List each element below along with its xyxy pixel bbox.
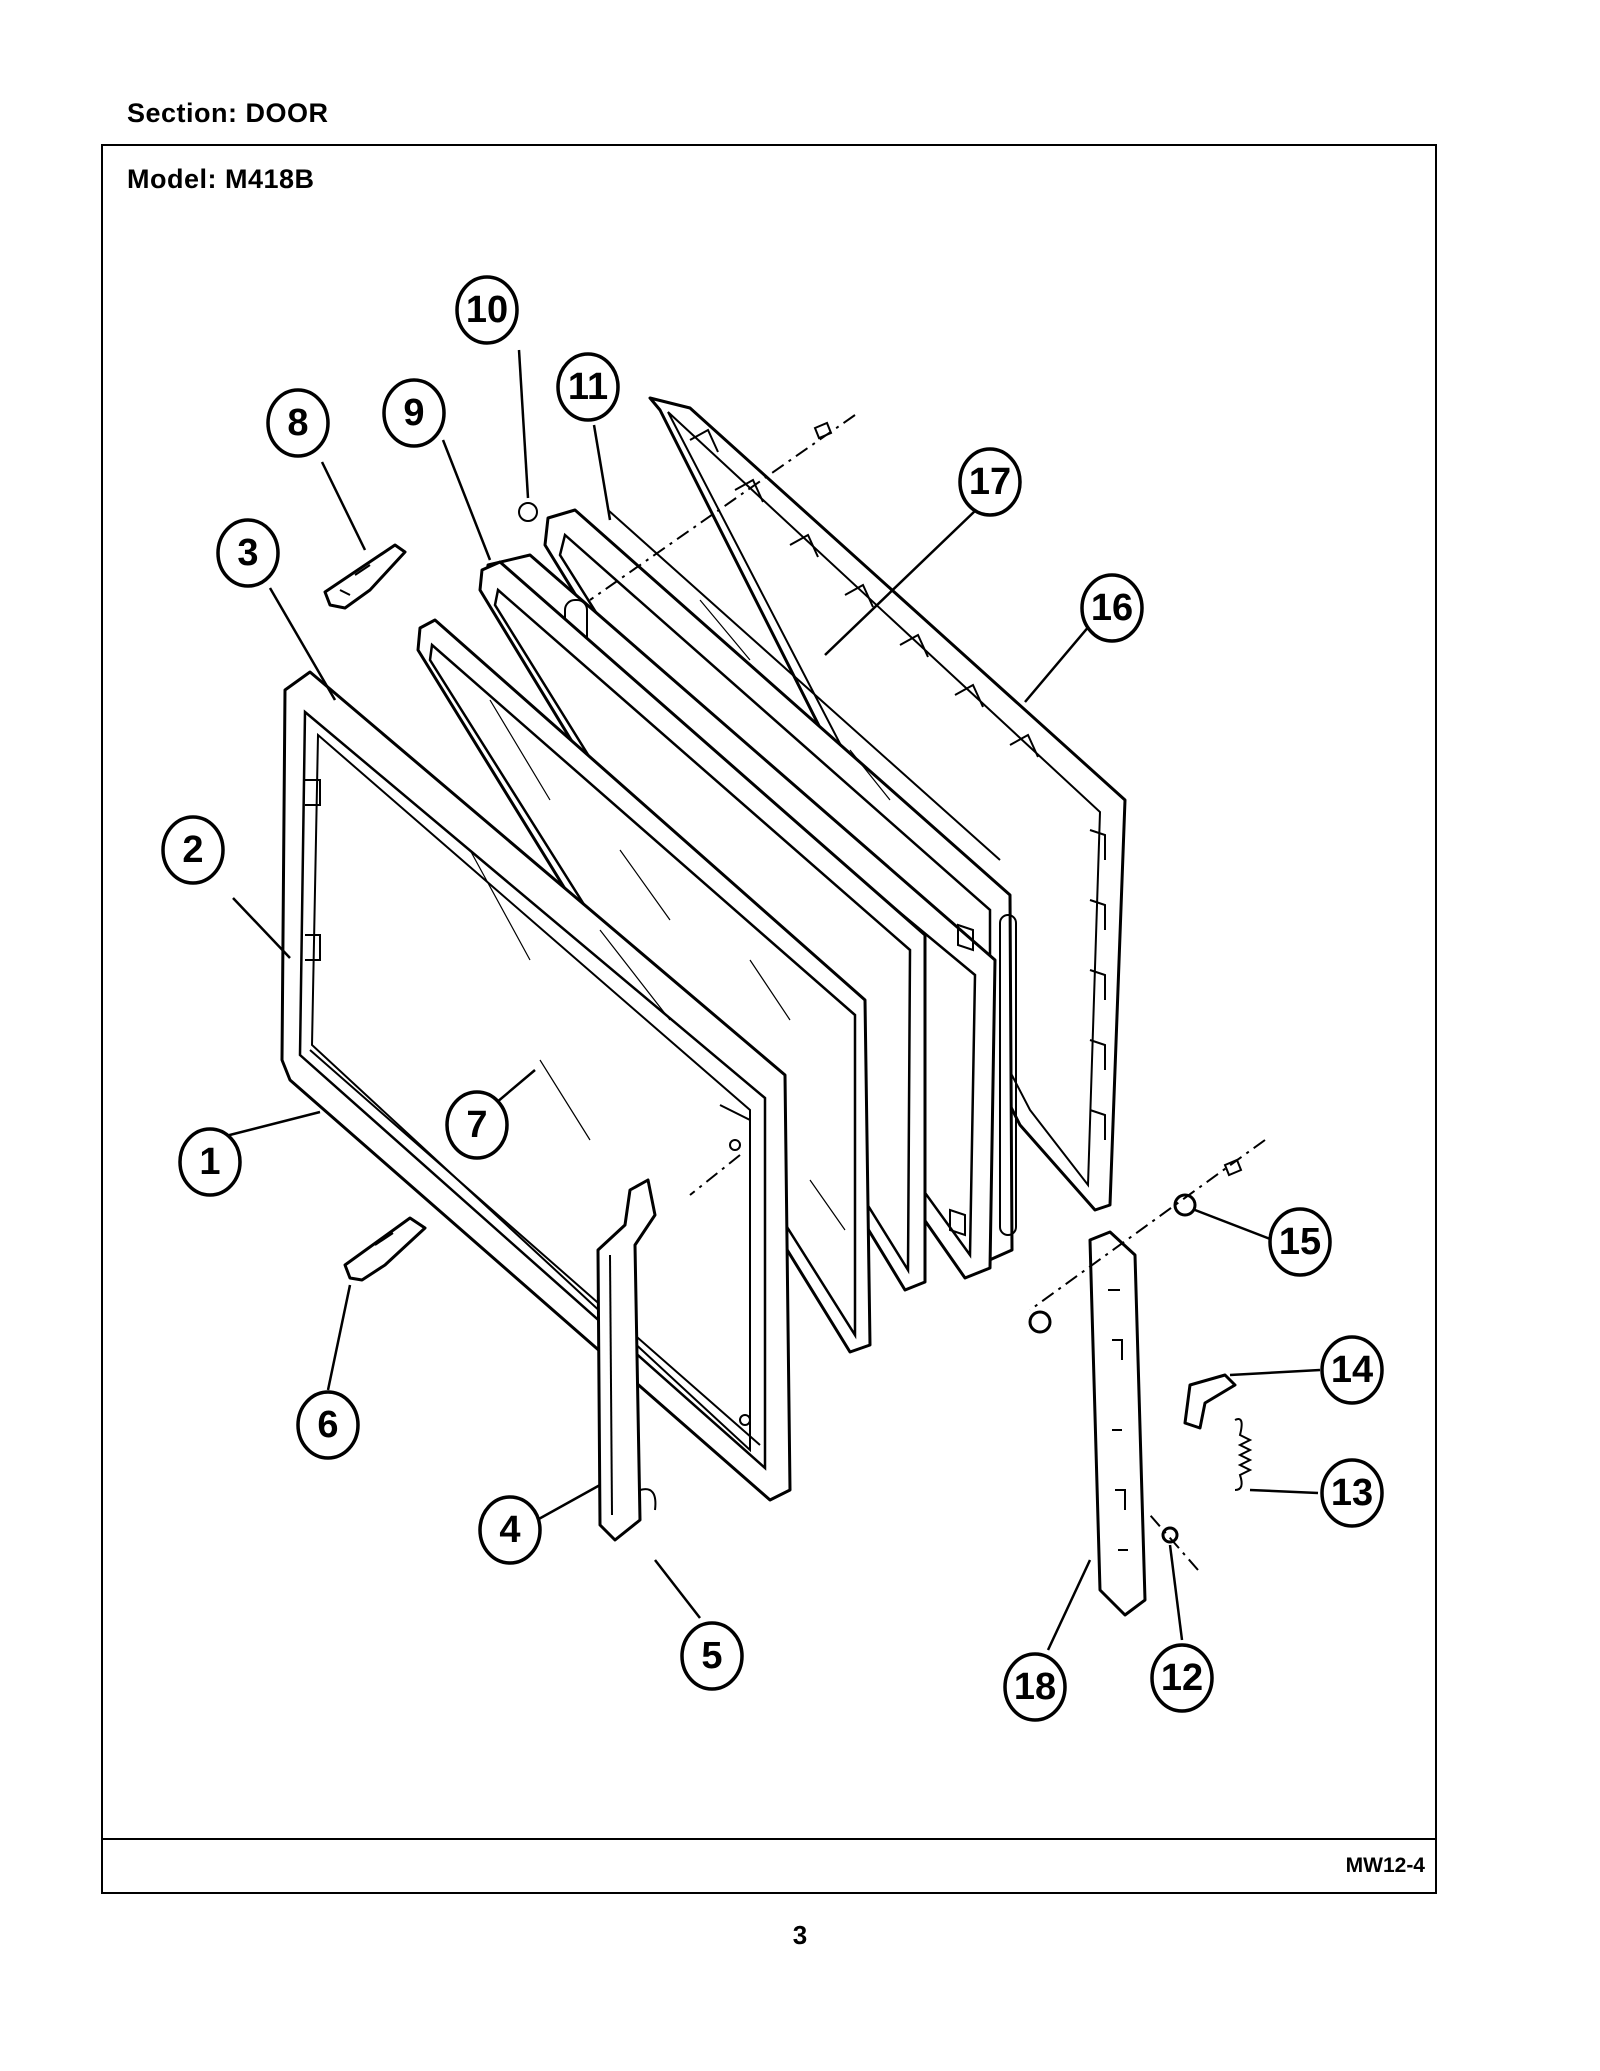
callout-17-label: 17 bbox=[969, 461, 1011, 503]
callout-16: 16 bbox=[1080, 573, 1144, 643]
callout-1-label: 1 bbox=[199, 1141, 220, 1183]
callout-16-label: 16 bbox=[1091, 587, 1133, 629]
callout-7-label: 7 bbox=[466, 1104, 487, 1146]
callout-2-label: 2 bbox=[182, 829, 203, 871]
part-6-lower-hinge bbox=[343, 1216, 427, 1282]
callout-1: 1 bbox=[178, 1127, 242, 1197]
callout-8: 8 bbox=[266, 388, 330, 458]
callout-3-label: 3 bbox=[237, 532, 258, 574]
callout-14-label: 14 bbox=[1331, 1349, 1373, 1391]
part-4-5-handle bbox=[596, 1178, 657, 1542]
callout-5: 5 bbox=[680, 1621, 744, 1691]
callout-13-label: 13 bbox=[1331, 1472, 1373, 1514]
callout-12: 12 bbox=[1150, 1643, 1214, 1713]
callout-18-label: 18 bbox=[1014, 1666, 1056, 1708]
callout-11: 11 bbox=[556, 352, 620, 422]
callout-4-label: 4 bbox=[499, 1509, 520, 1551]
callout-9: 9 bbox=[382, 378, 446, 448]
callout-14: 14 bbox=[1320, 1335, 1384, 1405]
callout-18: 18 bbox=[1003, 1652, 1067, 1722]
callout-12-label: 12 bbox=[1161, 1657, 1203, 1699]
callout-9-label: 9 bbox=[403, 392, 424, 434]
callout-8-label: 8 bbox=[287, 402, 308, 444]
diagram-code: MW12-4 bbox=[1345, 1854, 1425, 1877]
callout-10-label: 10 bbox=[466, 289, 508, 331]
callout-4: 4 bbox=[478, 1495, 542, 1565]
part-8-upper-hinge bbox=[323, 543, 407, 610]
callout-6: 6 bbox=[296, 1390, 360, 1460]
callout-15: 15 bbox=[1268, 1207, 1332, 1277]
part-18-latch-plate bbox=[1088, 1230, 1147, 1617]
callout-10: 10 bbox=[455, 275, 519, 345]
callout-3: 3 bbox=[216, 518, 280, 588]
callout-15-label: 15 bbox=[1279, 1221, 1321, 1263]
section-title: Section: DOOR bbox=[127, 98, 329, 128]
callout-5-label: 5 bbox=[701, 1635, 722, 1677]
callout-17: 17 bbox=[958, 447, 1022, 517]
callout-11-label: 11 bbox=[568, 366, 608, 408]
callout-7: 7 bbox=[445, 1090, 509, 1160]
model-title: Model: M418B bbox=[127, 164, 315, 194]
assembly-centerlines bbox=[589, 414, 1266, 1571]
page-number: 3 bbox=[792, 1920, 808, 1950]
part-12-13-14-15-hardware bbox=[813, 421, 1253, 1544]
callout-2: 2 bbox=[161, 815, 225, 885]
callout-6-label: 6 bbox=[317, 1404, 338, 1446]
footer-divider bbox=[103, 1838, 1435, 1840]
part-1-2-3-door-frame bbox=[280, 670, 792, 1502]
diagram-frame: Model: M418B MW12-4 bbox=[101, 144, 1437, 1894]
callout-13: 13 bbox=[1320, 1458, 1384, 1528]
